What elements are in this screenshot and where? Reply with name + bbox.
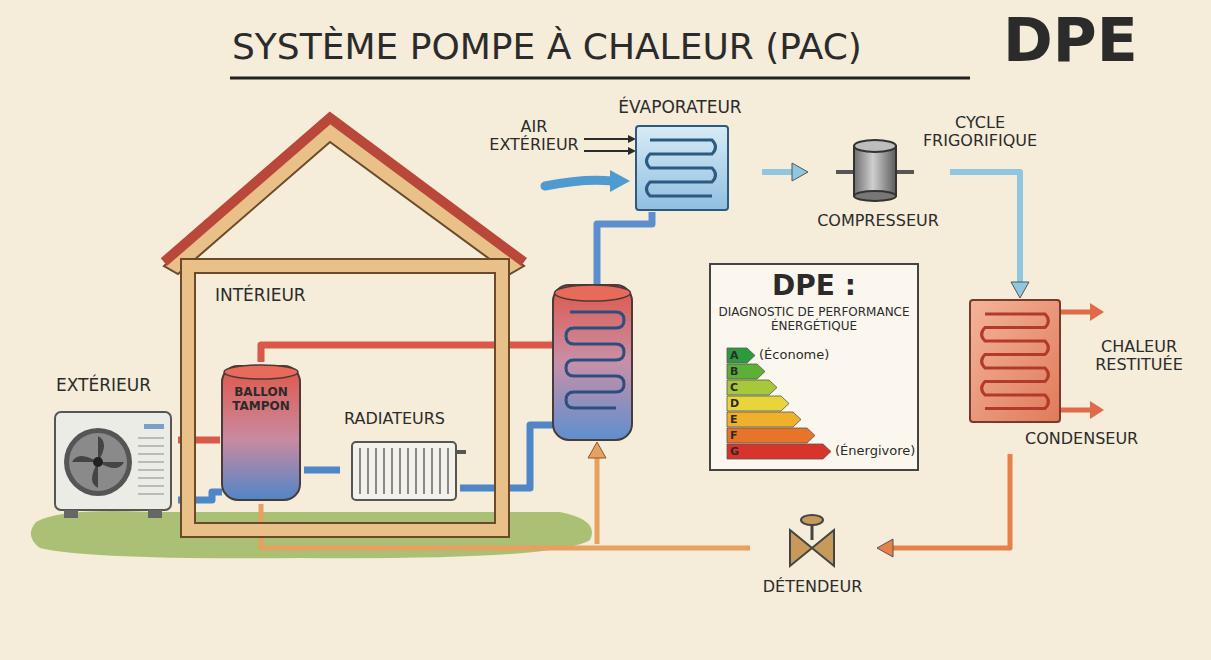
buffer-tank-shape (220, 360, 302, 504)
outdoor-unit: EXTÉRIEUR (52, 372, 178, 520)
evaporator-pipe (597, 212, 652, 285)
buffer-tank: BALLON TAMPON (220, 360, 304, 504)
node-text: DPE : (708, 270, 920, 302)
dpe-panel: DPE : DIAGNOSTIC DE PERFORMANCE ÉNERGÉTIQ… (708, 262, 922, 472)
node-text: G (730, 444, 739, 459)
node-text: RADIATEURS (344, 410, 445, 428)
dpe-heading: DPE (1003, 6, 1138, 75)
node-text: B (730, 364, 738, 379)
node-text: (Énergivore) (835, 443, 915, 459)
cycle-label: CYCLE FRIGORIFIQUE (905, 114, 1055, 151)
compressor: COMPRESSEUR (808, 136, 950, 236)
pipe-connector (304, 470, 340, 471)
energy-class-bar: D (727, 396, 791, 411)
energy-class-bar: E (727, 412, 803, 427)
arrow-head (588, 442, 606, 458)
node-text: CONDENSEUR (1025, 430, 1138, 448)
evaporator: ÉVAPORATEUR (600, 96, 762, 214)
arrow-head (628, 147, 636, 155)
energy-class-bar: B (727, 364, 767, 379)
energy-class-bar: G (Énergivore) (727, 444, 953, 459)
heat-label: CHALEUR RESTITUÉE (1080, 338, 1198, 375)
node-text: C (730, 380, 738, 395)
node-text: E (730, 412, 738, 427)
heat-arrows (1060, 312, 1092, 410)
node-text: (Économe) (759, 347, 829, 363)
radiator: RADIATEURS (340, 410, 468, 504)
air-label: AIR EXTÉRIEUR (486, 118, 582, 155)
node-text: COMPRESSEUR (808, 212, 948, 230)
house: INTÉRIEUR BALLON TAMPON RADIATEURS (158, 116, 534, 536)
energy-class-bar: F (727, 428, 817, 443)
pipe-connector (762, 163, 808, 181)
arrow-head (1090, 401, 1104, 419)
pipe-connector (950, 172, 1029, 298)
node-text: EXTÉRIEUR (56, 376, 151, 396)
node-text: DIAGNOSTIC DE PERFORMANCE ÉNERGÉTIQUE (716, 306, 912, 334)
house-shape (158, 116, 534, 536)
node-text: INTÉRIEUR (215, 286, 306, 306)
air-lines (584, 139, 630, 151)
arrow-head (1090, 303, 1104, 321)
air-arrow (545, 180, 612, 186)
node-text: F (730, 428, 738, 443)
energy-class-bar: A (Économe) (727, 348, 877, 363)
tank-feed-pipe (595, 456, 600, 544)
storage-tank (553, 285, 632, 440)
expansion-valve: DÉTENDEUR (750, 510, 877, 602)
node-text: A (730, 348, 739, 363)
arrow-head (610, 170, 630, 192)
condenser: CONDENSEUR (965, 298, 1165, 454)
arrow-head (628, 135, 636, 143)
node-text: ÉVAPORATEUR (600, 98, 760, 118)
node-text: D (730, 396, 739, 411)
diagram-title: SYSTÈME POMPE À CHALEUR (PAC) (232, 26, 862, 67)
node-text: BALLON TAMPON (220, 386, 302, 414)
energy-class-bar-shape (727, 412, 803, 427)
energy-class-bar-shape (727, 428, 817, 443)
node-text: DÉTENDEUR (750, 578, 875, 596)
energy-class-bar: C (727, 380, 779, 395)
title-underline (230, 77, 970, 80)
